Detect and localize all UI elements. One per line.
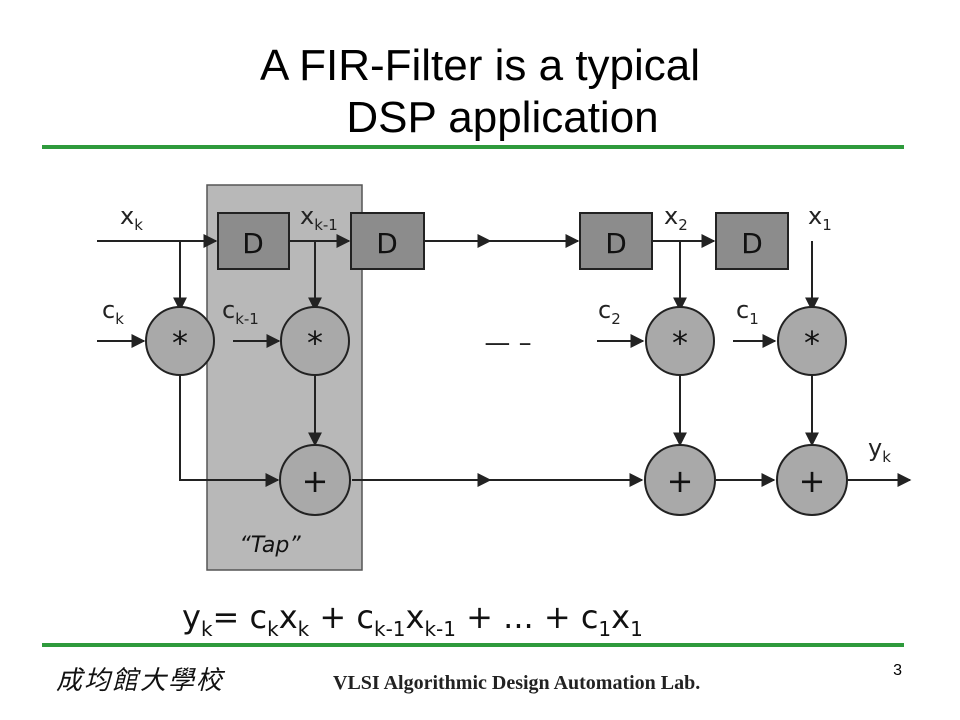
svg-text:D: D [376,227,398,260]
svg-text:D: D [242,227,264,260]
tap-label: “Tap” [239,533,301,558]
adder-2: + [644,444,716,516]
svg-text:*: * [804,324,820,362]
multiplier-k: * [145,306,215,376]
label-c-2: c2 [598,296,621,328]
label-x-k: xk [120,202,143,234]
signal-wires [97,234,912,487]
title-line-1: A FIR-Filter is a typical [259,41,701,90]
label-x-2: x2 [664,202,688,234]
slide-title: A FIR-Filter is a typical DSP applicatio… [0,40,960,144]
adder-k-1: + [279,444,351,516]
multiplier-1: * [777,306,847,376]
page-number: 3 [893,662,902,679]
delay-k: D [217,212,290,270]
multiplier-k-1: * [280,306,350,376]
institution-logo: 成均館大學校 [56,666,225,696]
title-line-2: DSP application [346,93,659,142]
svg-text:+: + [667,462,694,500]
ellipsis-dashes: — – [484,328,531,358]
label-c-1: c1 [736,296,759,328]
delay-2: D [579,212,653,270]
label-c-k: ck [102,296,124,328]
svg-text:*: * [307,324,323,362]
title-divider [42,145,904,149]
svg-text:*: * [172,324,188,362]
delay-1: D [715,212,789,270]
lab-name: VLSI Algorithmic Design Automation Lab. [333,672,701,694]
multiplier-2: * [645,306,715,376]
delay-k-1: D [350,212,425,270]
label-x-1: x1 [808,202,832,234]
adder-1: + [776,444,848,516]
footer-divider [42,643,904,647]
svg-text:+: + [302,462,329,500]
svg-text:*: * [672,324,688,362]
svg-text:D: D [605,227,627,260]
svg-text:D: D [741,227,763,260]
label-y-k: yk [868,434,891,466]
svg-text:+: + [799,462,826,500]
fir-formula: yk= ckxk + ck-1xk-1 + ... + c1x1 [182,598,643,641]
